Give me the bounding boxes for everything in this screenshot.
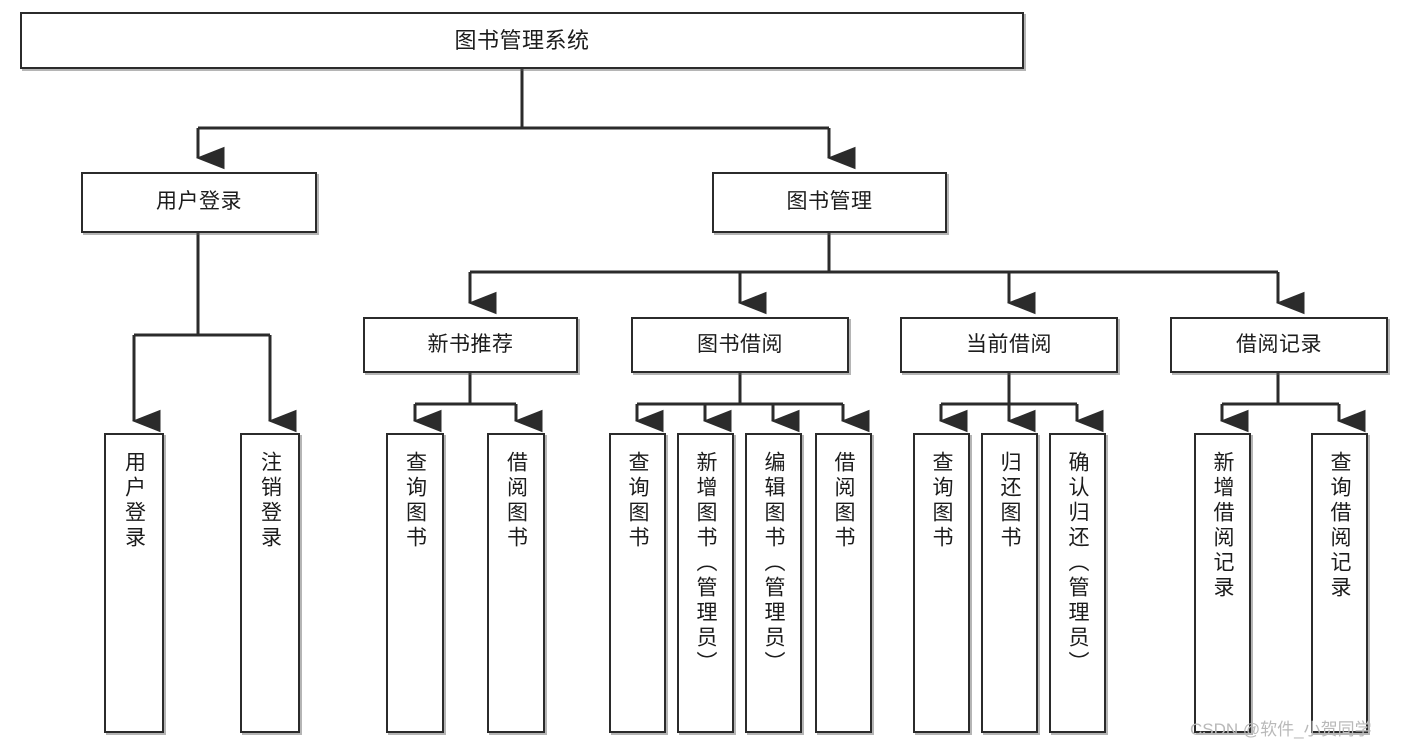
- node-label: 借阅记录: [1236, 332, 1322, 356]
- node-label: 图书借阅: [697, 332, 783, 356]
- leaf-record-add-borrow-record[interactable]: 新增借阅记录: [1194, 433, 1251, 733]
- leaf-borrow-edit-book-admin[interactable]: 编辑图书（管理员）: [745, 433, 802, 733]
- node-root-book-management-system[interactable]: 图书管理系统: [20, 12, 1024, 69]
- node-label: 新书推荐: [427, 332, 514, 356]
- watermark-text: CSDN @软件_小贺同学: [1190, 720, 1372, 739]
- node-label: 编辑图书（管理员）: [762, 451, 785, 676]
- leaf-recommend-borrow-book[interactable]: 借阅图书: [487, 433, 545, 733]
- node-label: 查询图书: [930, 451, 953, 551]
- leaf-user-login-signin[interactable]: 用户登录: [104, 433, 164, 733]
- node-borrow-record[interactable]: 借阅记录: [1170, 317, 1388, 373]
- leaf-current-query-book[interactable]: 查询图书: [913, 433, 970, 733]
- node-label: 图书管理系统: [454, 27, 590, 53]
- node-current-borrow[interactable]: 当前借阅: [900, 317, 1118, 373]
- node-label: 用户登录: [156, 190, 242, 214]
- node-label: 图书管理: [786, 190, 873, 214]
- leaf-current-confirm-return-admin[interactable]: 确认归还（管理员）: [1049, 433, 1106, 733]
- leaf-borrow-borrow-book[interactable]: 借阅图书: [815, 433, 872, 733]
- node-label: 查询图书: [626, 451, 649, 551]
- leaf-borrow-add-book-admin[interactable]: 新增图书（管理员）: [677, 433, 734, 733]
- node-book-borrow[interactable]: 图书借阅: [631, 317, 849, 373]
- node-label: 归还图书: [998, 451, 1021, 551]
- node-label: 借阅图书: [832, 451, 855, 551]
- leaf-record-query-borrow-record[interactable]: 查询借阅记录: [1311, 433, 1368, 733]
- leaf-borrow-query-book[interactable]: 查询图书: [609, 433, 666, 733]
- leaf-current-return-book[interactable]: 归还图书: [981, 433, 1038, 733]
- node-new-book-recommend[interactable]: 新书推荐: [363, 317, 578, 373]
- node-label: 新增借阅记录: [1211, 451, 1234, 601]
- node-label: 查询借阅记录: [1328, 451, 1351, 601]
- node-label: 用户登录: [122, 451, 146, 551]
- node-label: 当前借阅: [966, 332, 1052, 356]
- leaf-user-login-signout[interactable]: 注销登录: [240, 433, 300, 733]
- node-label: 新增图书（管理员）: [694, 451, 717, 676]
- node-label: 确认归还（管理员）: [1066, 451, 1089, 676]
- leaf-recommend-query-book[interactable]: 查询图书: [386, 433, 444, 733]
- node-label: 查询图书: [403, 451, 427, 551]
- node-user-login[interactable]: 用户登录: [81, 172, 317, 233]
- node-label: 注销登录: [258, 451, 282, 551]
- node-label: 借阅图书: [504, 451, 528, 551]
- node-book-management[interactable]: 图书管理: [712, 172, 947, 233]
